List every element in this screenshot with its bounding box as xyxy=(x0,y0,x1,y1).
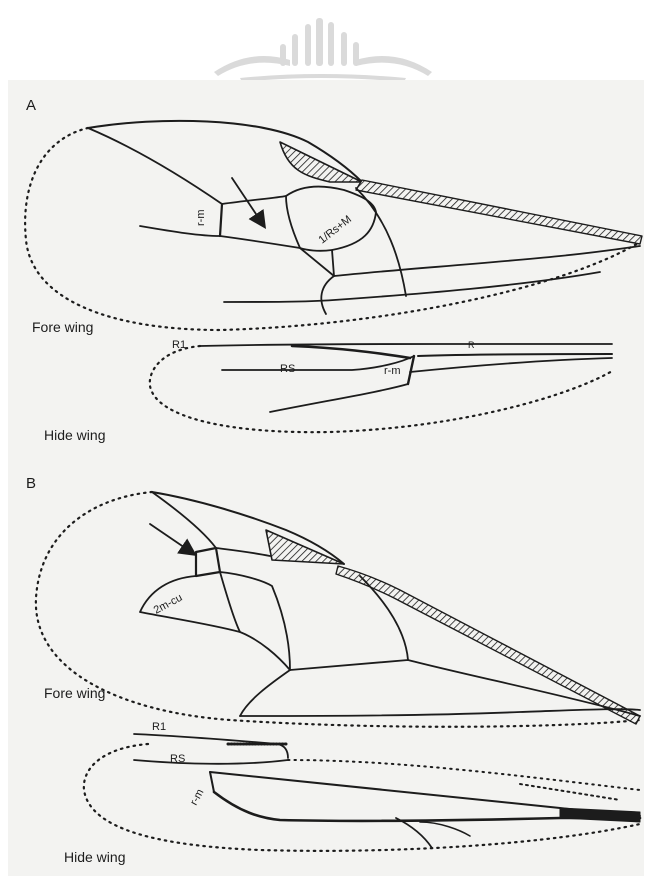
fore-wing-b-small-cell xyxy=(196,548,220,576)
hind-wing-b xyxy=(84,734,640,851)
hind-wing-b-vein-label-r1: R1 xyxy=(152,721,166,733)
fore-wing-a-vein-cu2 xyxy=(334,246,640,276)
hind-wing-a-outline xyxy=(150,346,614,432)
hind-wing-b-caption: Hide wing xyxy=(64,849,125,865)
hind-wing-a-vein-label-r: R xyxy=(468,340,475,350)
fore-wing-a-caption: Fore wing xyxy=(32,319,93,335)
hind-wing-a-rm-crossvein xyxy=(408,356,414,384)
fore-wing-a-subcosta xyxy=(88,128,222,204)
fore-wing-a-vein-rs xyxy=(356,188,406,296)
fore-wing-b-vein-cu xyxy=(220,572,240,632)
hind-wing-b-rs xyxy=(134,760,288,764)
fore-wing-a-pterostigma xyxy=(280,142,362,182)
fore-wing-b-subcosta xyxy=(152,492,216,548)
hind-wing-b-outline xyxy=(84,744,640,851)
fore-wing-b-vein-1a xyxy=(240,670,290,716)
fore-wing-b-caption: Fore wing xyxy=(44,685,105,701)
fore-wing-a-vein-1a xyxy=(321,276,334,314)
hind-wing-b-rm-crossvein xyxy=(210,772,214,792)
hind-wing-b-tip xyxy=(560,808,640,822)
fore-wing-b-vein-rs xyxy=(220,572,290,670)
hind-wing-a-costa xyxy=(200,344,612,346)
fore-wing-b-cell-2mcu xyxy=(140,576,290,670)
fore-wing-a-vein-m xyxy=(140,226,220,236)
fore-wing-b-outline xyxy=(36,492,640,727)
fore-wing-a-vein-basal xyxy=(300,248,334,276)
hind-wing-b-r1 xyxy=(134,734,288,758)
fore-wing-b-vein-label-2mcu: 2m-cu xyxy=(152,592,185,617)
fore-wing-a-vein-m2 xyxy=(220,236,300,248)
hind-wing-a-vein-label-rm: r-m xyxy=(384,365,401,377)
fore-wing-a-vein-anal xyxy=(224,272,600,302)
fore-wing-b xyxy=(36,492,640,727)
fore-wing-b-vein-r xyxy=(216,548,270,556)
panel-b: B 2m-cu Fore wing xyxy=(26,475,640,865)
hind-wing-a-vein-r xyxy=(418,354,612,356)
hind-wing-a-vein-cu xyxy=(270,384,408,412)
hind-wing-a-vein-label-r1: R1 xyxy=(172,339,186,351)
hind-wing-a-vein-label-rs: RS xyxy=(280,363,295,375)
panel-b-label: B xyxy=(26,475,36,492)
fore-wing-a-leading-edge xyxy=(356,180,642,244)
fore-wing-a-vein-r xyxy=(222,196,286,204)
fore-wing-b-arrow xyxy=(150,524,194,554)
hind-wing-a-caption: Hide wing xyxy=(44,427,105,443)
fore-wing-a-vein-label-rs-m: 1/Rs+M xyxy=(316,213,354,246)
hind-wing-a xyxy=(150,344,614,432)
hind-wing-b-vein-label-rm: r-m xyxy=(188,787,206,807)
fore-wing-a-vein-label-rm: r-m xyxy=(195,210,207,227)
fore-wing-b-pterostigma xyxy=(266,530,344,564)
hind-wing-a-vein-m xyxy=(410,358,612,372)
fore-wing-a-rm-crossvein xyxy=(220,204,222,236)
hind-wing-b-vein-label-rs: RS xyxy=(170,753,185,765)
hind-wing-a-r1 xyxy=(292,346,410,358)
panel-a: A r-m 1/Rs+M Fore wing xyxy=(25,97,642,443)
fore-wing-a-vein-cu xyxy=(332,250,334,276)
panel-a-label: A xyxy=(26,97,36,114)
fore-wing-b-leading-edge xyxy=(336,566,640,724)
hind-wing-b-vein-fork2 xyxy=(420,822,470,836)
fore-wing-b-vein-anal xyxy=(240,709,640,716)
